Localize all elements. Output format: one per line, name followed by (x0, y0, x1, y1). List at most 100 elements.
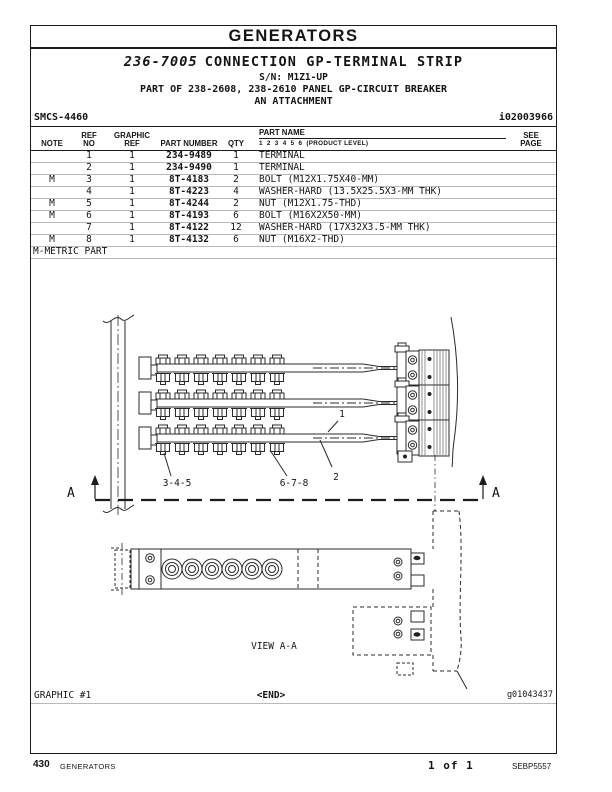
page-frame: GENERATORS 236-7005 CONNECTION GP-TERMINA… (30, 25, 557, 754)
section-line-a-a: A A (67, 475, 500, 502)
part-of-line: PART OF 238-2608, 238-2610 PANEL GP-CIRC… (139, 83, 448, 95)
cell-part: 234-9490 (166, 162, 212, 174)
cell-part: 8T-4132 (168, 234, 210, 246)
cell-page (506, 223, 556, 234)
cell-qty: 1 (233, 150, 239, 162)
table-row: 4 1 8T-4223 4 WASHER-HARD (13.5X25.5X3-MM TH… (31, 186, 556, 200)
cell-part: 8T-4193 (168, 210, 210, 222)
cell-page (506, 163, 556, 174)
cell-ref: 6 (86, 210, 92, 222)
smcs-row: SMCS-4460 i02003966 (31, 112, 556, 123)
cell-graphic: 1 (129, 210, 135, 222)
cell-qty: 6 (233, 210, 239, 222)
cell-note: M (49, 198, 55, 210)
cell-graphic: 1 (129, 234, 135, 246)
title-text: CONNECTION GP-TERMINAL STRIP (204, 53, 464, 70)
cell-note (31, 187, 73, 198)
cell-graphic: 1 (129, 174, 135, 186)
product-level-scale: 1 2 3 4 5 6 (PRODUCT LEVEL) (259, 140, 369, 148)
cell-note (31, 151, 73, 162)
document-header: 236-7005 CONNECTION GP-TERMINAL STRIP S/N… (31, 54, 556, 107)
cell-name: TERMINAL (259, 150, 305, 162)
table-row: M 8 1 8T-4132 6 NUT (M16X2-THD) (31, 234, 556, 248)
header-qty: QTY (227, 139, 245, 149)
cell-part: 8T-4183 (168, 174, 210, 186)
section-banner: GENERATORS (31, 26, 556, 49)
cell-ref: 2 (86, 162, 92, 174)
cell-part: 8T-4223 (168, 186, 210, 198)
terminal-strip-diagram: A A 1 2 3-4-5 6-7-8 (67, 314, 500, 690)
cell-ref: 7 (86, 222, 92, 234)
terminal-bolt-circles (161, 558, 283, 580)
graphic-footer: GRAPHIC #1 <END> g01043437 (31, 689, 556, 701)
footer-page-number: 430 (33, 759, 50, 770)
cell-page (506, 211, 556, 222)
cell-qty: 2 (233, 174, 239, 186)
cell-note: M (49, 210, 55, 222)
cell-name: NUT (M12X1.75-THD) (259, 198, 362, 210)
cell-graphic: 1 (129, 162, 135, 174)
footer-sheet-count: 1 of 1 (428, 759, 474, 772)
cell-name: TERMINAL (259, 162, 305, 174)
cell-part: 8T-4244 (168, 198, 210, 210)
cell-name: WASHER-HARD (13.5X25.5X3-MM THK) (259, 186, 443, 198)
page-footer: 430 GENERATORS 1 of 1 SEBP5557 (30, 759, 558, 775)
cell-name: NUT (M16X2-THD) (259, 234, 345, 246)
table-footnote: M-METRIC PART (31, 246, 556, 260)
cell-note: M (49, 174, 55, 186)
cell-graphic: 1 (129, 186, 135, 198)
footer-media-number: SEBP5557 (512, 761, 552, 771)
bus-bar-assembly (139, 413, 449, 456)
cell-page (506, 235, 556, 246)
table-row: 1 1 234-9489 1 TERMINAL (31, 150, 556, 164)
bus-bar-assemblies (139, 343, 449, 456)
model-number: 236-7005 (123, 53, 198, 70)
header-note: NOTE (41, 139, 63, 149)
table-row: M 6 1 8T-4193 6 BOLT (M16X2X50-MM) (31, 210, 556, 224)
cell-graphic: 1 (129, 222, 135, 234)
cell-ref: 1 (86, 150, 92, 162)
cell-name: BOLT (M16X2X50-MM) (259, 210, 362, 222)
callout-3-4-5: 3-4-5 (163, 478, 192, 489)
cell-qty: 6 (233, 234, 239, 246)
graphic-label: GRAPHIC #1 (34, 690, 92, 702)
serial-number-line: S/N: M1Z1-UP (259, 71, 328, 83)
cell-note: M (49, 234, 55, 246)
header-part-number: PART NUMBER (160, 139, 218, 149)
callout-1: 1 (339, 409, 345, 420)
cell-graphic: 1 (129, 198, 135, 210)
cell-qty: 2 (233, 198, 239, 210)
end-marker: <END> (256, 690, 286, 702)
cell-part: 234-9489 (166, 150, 212, 162)
cell-graphic: 1 (129, 150, 135, 162)
table-row: M 5 1 8T-4244 2 NUT (M12X1.75-THD) (31, 198, 556, 212)
section-label-right: A (492, 486, 500, 501)
cell-ref: 4 (86, 186, 92, 198)
smcs-code: SMCS-4460 (34, 111, 89, 123)
callouts: 1 2 3-4-5 6-7-8 (163, 409, 345, 489)
cell-qty: 12 (230, 222, 242, 234)
view-a-a-label: VIEW A-A (251, 641, 297, 652)
cell-part: 8T-4122 (168, 222, 210, 234)
cell-ref: 3 (86, 174, 92, 186)
cell-page (506, 151, 556, 162)
cell-page (506, 199, 556, 210)
cell-note (31, 223, 73, 234)
cell-ref: 5 (86, 198, 92, 210)
graphic-block: A A 1 2 3-4-5 6-7-8 (31, 259, 556, 705)
graphic-image-id: g01043437 (506, 690, 553, 701)
cell-qty: 4 (233, 186, 239, 198)
footer-section: GENERATORS (60, 761, 116, 771)
cell-ref: 8 (86, 234, 92, 246)
header-part-name: PART NAME 1 2 3 4 5 6 (PRODUCT LEVEL) (253, 128, 506, 150)
view-a-a: VIEW A-A (111, 510, 468, 690)
cell-page (506, 187, 556, 198)
